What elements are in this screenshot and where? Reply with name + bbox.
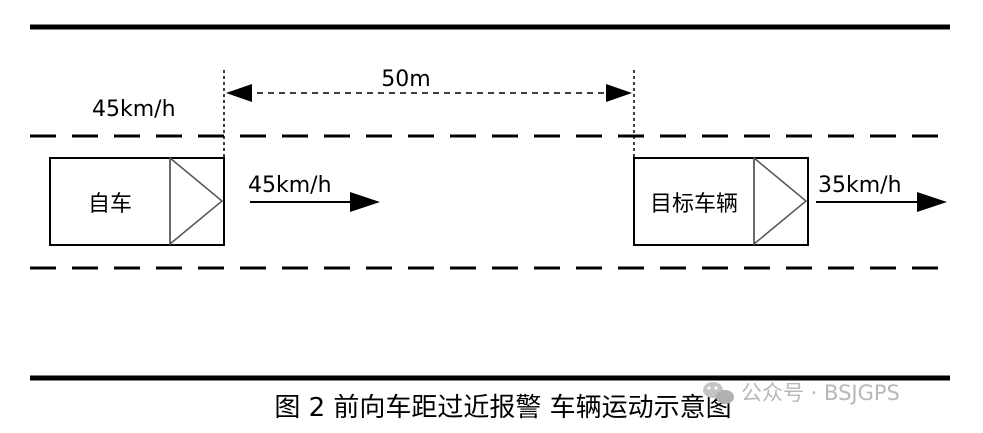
ego-vehicle-body — [49, 157, 225, 246]
figure-caption: 图 2 前向车距过近报警 车辆运动示意图 — [274, 393, 731, 423]
wechat-icon — [703, 382, 734, 404]
target-speed-arrow-label: 35km/h — [818, 173, 902, 198]
watermark-text: 公众号 · BSJGPS — [741, 381, 900, 405]
target-speed-arrowhead — [917, 192, 947, 212]
ego-speed-top-label: 45km/h — [92, 97, 176, 122]
distance-arrowhead-right — [606, 84, 632, 102]
watermark: 公众号 · BSJGPS — [703, 381, 900, 405]
target-vehicle: 目标车辆 — [633, 156, 809, 246]
target-vehicle-body — [633, 157, 809, 246]
target-vehicle-label: 目标车辆 — [650, 192, 738, 217]
distance-label: 50m — [381, 67, 430, 92]
ego-speed-arrow-label: 45km/h — [248, 173, 332, 198]
distance-arrowhead-left — [226, 84, 252, 102]
ego-vehicle: 自车 — [49, 156, 225, 246]
ego-vehicle-label: 自车 — [88, 192, 132, 217]
ego-speed-arrowhead — [350, 192, 380, 212]
